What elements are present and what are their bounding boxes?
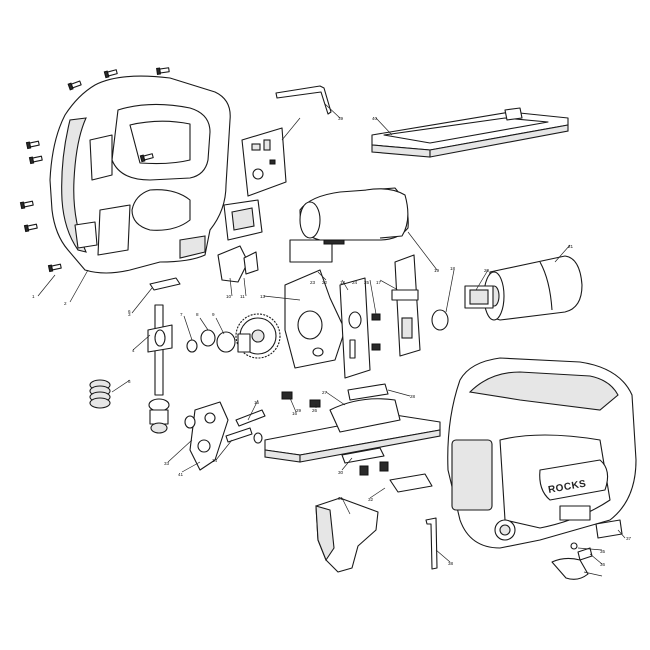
allen-key-bottom bbox=[425, 517, 438, 570]
callout-29: 29 bbox=[296, 408, 302, 413]
motor bbox=[464, 255, 583, 321]
callout-40: 40 bbox=[372, 116, 378, 121]
allen-key-top bbox=[275, 85, 332, 115]
callout-6: 6 bbox=[128, 309, 131, 314]
base-shoe-assembly bbox=[264, 398, 441, 463]
callout-1: 1 bbox=[32, 294, 35, 299]
plunger-rod bbox=[147, 304, 173, 434]
washer-7 bbox=[186, 339, 198, 353]
callout-19: 19 bbox=[434, 268, 440, 273]
callout-30: 30 bbox=[338, 470, 344, 475]
small-ball bbox=[570, 542, 578, 550]
callout-34: 34 bbox=[212, 458, 218, 463]
circuit-board bbox=[241, 127, 287, 197]
drive-gear bbox=[235, 313, 281, 359]
lever-30 bbox=[341, 447, 385, 464]
callout-14: 14 bbox=[340, 280, 346, 285]
callout-13: 13 bbox=[260, 294, 266, 299]
pin-16 bbox=[235, 409, 266, 427]
callout-27: 27 bbox=[322, 390, 328, 395]
callout-18: 18 bbox=[450, 266, 456, 271]
callout-28: 28 bbox=[410, 394, 416, 399]
screw-29 bbox=[309, 399, 321, 408]
callout-35: 35 bbox=[600, 549, 606, 554]
pin-35 bbox=[225, 427, 253, 443]
gasket-plate bbox=[339, 277, 371, 379]
switch-37 bbox=[595, 519, 623, 539]
callout-5: 5 bbox=[128, 379, 131, 384]
screw-mid-1 bbox=[371, 313, 381, 321]
callout-9: 9 bbox=[212, 312, 215, 317]
callout-15: 15 bbox=[254, 400, 260, 405]
callout-32: 32 bbox=[368, 497, 374, 502]
callout-41: 41 bbox=[178, 472, 184, 477]
plate-32 bbox=[389, 473, 433, 493]
callout-38: 38 bbox=[448, 561, 454, 566]
trigger-switch bbox=[217, 199, 263, 283]
callout-7: 7 bbox=[180, 312, 183, 317]
callout-31: 31 bbox=[338, 496, 344, 501]
guide-bracket bbox=[391, 254, 421, 357]
screw-31a bbox=[359, 465, 369, 476]
screw-26 bbox=[281, 391, 293, 400]
callout-37: 37 bbox=[626, 536, 632, 541]
callout-36: 36 bbox=[600, 562, 606, 567]
callout-21: 21 bbox=[568, 244, 574, 249]
callout-4: 4 bbox=[132, 348, 135, 353]
base-plate-top bbox=[371, 107, 569, 158]
callout-labels: 1 2 3 4 5 6 7 8 9 10 11 13 14 15 16 17 1… bbox=[32, 116, 632, 567]
fan-guard-cylinder bbox=[299, 187, 409, 241]
callout-11: 11 bbox=[240, 294, 245, 299]
callout-16: 16 bbox=[292, 411, 298, 416]
callout-8: 8 bbox=[196, 312, 199, 317]
callout-25: 25 bbox=[364, 280, 370, 285]
bearing-8 bbox=[200, 329, 216, 347]
callout-24: 24 bbox=[352, 280, 358, 285]
pin-6 bbox=[149, 277, 181, 291]
right-housing: ROCKS bbox=[447, 357, 637, 549]
leader-lines bbox=[37, 103, 626, 577]
callout-10: 10 bbox=[226, 294, 232, 299]
callout-26: 26 bbox=[312, 408, 318, 413]
housing-screws bbox=[19, 67, 170, 273]
spring bbox=[89, 379, 111, 409]
screw-mid-2 bbox=[371, 343, 381, 351]
callout-2: 2 bbox=[64, 301, 67, 306]
small-washer bbox=[253, 432, 263, 444]
pendulum-roller-assembly bbox=[184, 401, 229, 471]
left-housing-half bbox=[49, 75, 231, 274]
callout-39: 39 bbox=[338, 116, 344, 121]
small-spring bbox=[577, 547, 593, 561]
screw-31b bbox=[379, 461, 389, 472]
guide-pin bbox=[323, 239, 345, 245]
callout-23: 23 bbox=[310, 280, 316, 285]
lever-knob bbox=[551, 557, 589, 580]
bearing-9 bbox=[216, 331, 236, 353]
callout-17: 17 bbox=[376, 280, 382, 285]
gear-housing-plate bbox=[284, 269, 346, 369]
bearing-bracket bbox=[289, 239, 333, 263]
dust-cover bbox=[315, 497, 379, 573]
callout-20: 20 bbox=[484, 268, 490, 273]
callout-33: 33 bbox=[164, 461, 170, 466]
clamp-28 bbox=[347, 383, 389, 401]
callout-3: 3 bbox=[128, 312, 131, 317]
sleeve-ring bbox=[431, 309, 449, 331]
callout-22: 22 bbox=[322, 280, 328, 285]
